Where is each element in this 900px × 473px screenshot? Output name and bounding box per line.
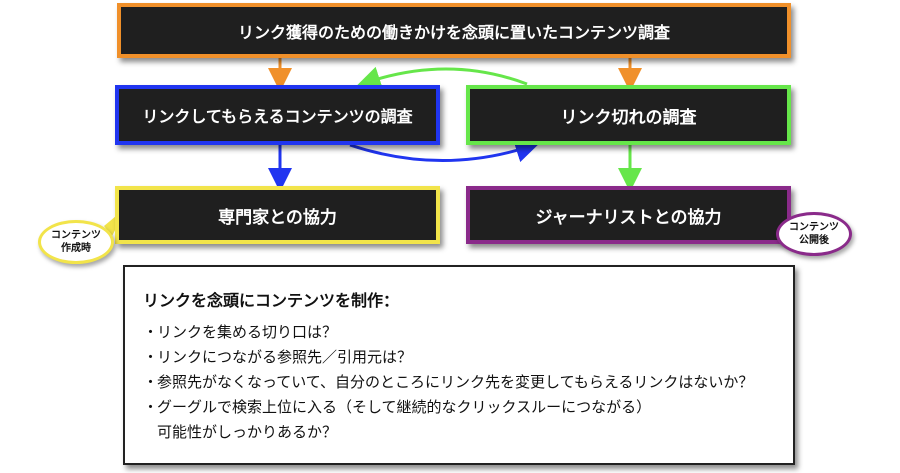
content-creation-bubble: コンテンツ 作成時: [38, 220, 114, 264]
link-contents-research-box: リンクしてもらえるコンテンツの調査: [115, 85, 440, 145]
expert-collaboration-label: 専門家との協力: [218, 207, 337, 228]
content-publish-bubble: コンテンツ 公開後: [776, 212, 852, 256]
top-research-label: リンク獲得のための働きかけを念頭に置いたコンテンツ調査: [237, 22, 670, 42]
bullet: ・: [143, 348, 159, 366]
panel-heading: リンクを念頭にコンテンツを制作：: [143, 291, 400, 310]
bubble-left-line2: 作成時: [61, 243, 91, 254]
list-item: ・リンクにつながる参照先／引用元は？: [143, 345, 773, 370]
journalist-collaboration-box: ジャーナリストとの協力: [466, 186, 791, 244]
list-item-text: リンクにつながる参照先／引用元は？: [157, 348, 413, 366]
broken-link-research-box: リンク切れの調査: [466, 85, 791, 145]
bullet: ・: [143, 373, 159, 391]
top-research-box: リンク獲得のための働きかけを念頭に置いたコンテンツ調査: [117, 3, 791, 58]
checklist-panel: リンクを念頭にコンテンツを制作： ・リンクを集める切り口は？ ・リンクにつながる…: [123, 265, 795, 465]
bullet: ・: [143, 323, 159, 341]
bubble-left-line1: コンテンツ: [51, 230, 101, 241]
journalist-collaboration-label: ジャーナリストとの協力: [535, 207, 722, 228]
bubble-right-line2: 公開後: [799, 235, 829, 246]
list-item: ・参照先がなくなっていて、自分のところにリンク先を変更してもらえるリンクはないか…: [143, 370, 773, 395]
bullet: ・: [143, 398, 159, 416]
list-item: ・グーグルで検索上位に入る（そして継続的なクリックスルーにつながる）: [143, 395, 773, 420]
list-item-text: 参照先がなくなっていて、自分のところにリンク先を変更してもらえるリンクはないか？: [157, 373, 754, 391]
arrow-link-contents-to-broken: [349, 139, 540, 163]
list-item-continuation: 可能性がしっかりあるか？: [157, 423, 338, 441]
list-item-text: グーグルで検索上位に入る（そして継続的なクリックスルーにつながる）: [157, 398, 652, 416]
broken-link-research-label: リンク切れの調査: [560, 107, 697, 128]
arrow-broken-to-link-contents: [356, 66, 528, 90]
expert-collaboration-box: 専門家との協力: [115, 186, 440, 244]
link-contents-research-label: リンクしてもらえるコンテンツの調査: [142, 107, 413, 126]
bubble-right-line1: コンテンツ: [789, 222, 839, 233]
list-item-text: リンクを集める切り口は？: [157, 323, 338, 341]
list-item: ・リンクを集める切り口は？: [143, 320, 773, 345]
